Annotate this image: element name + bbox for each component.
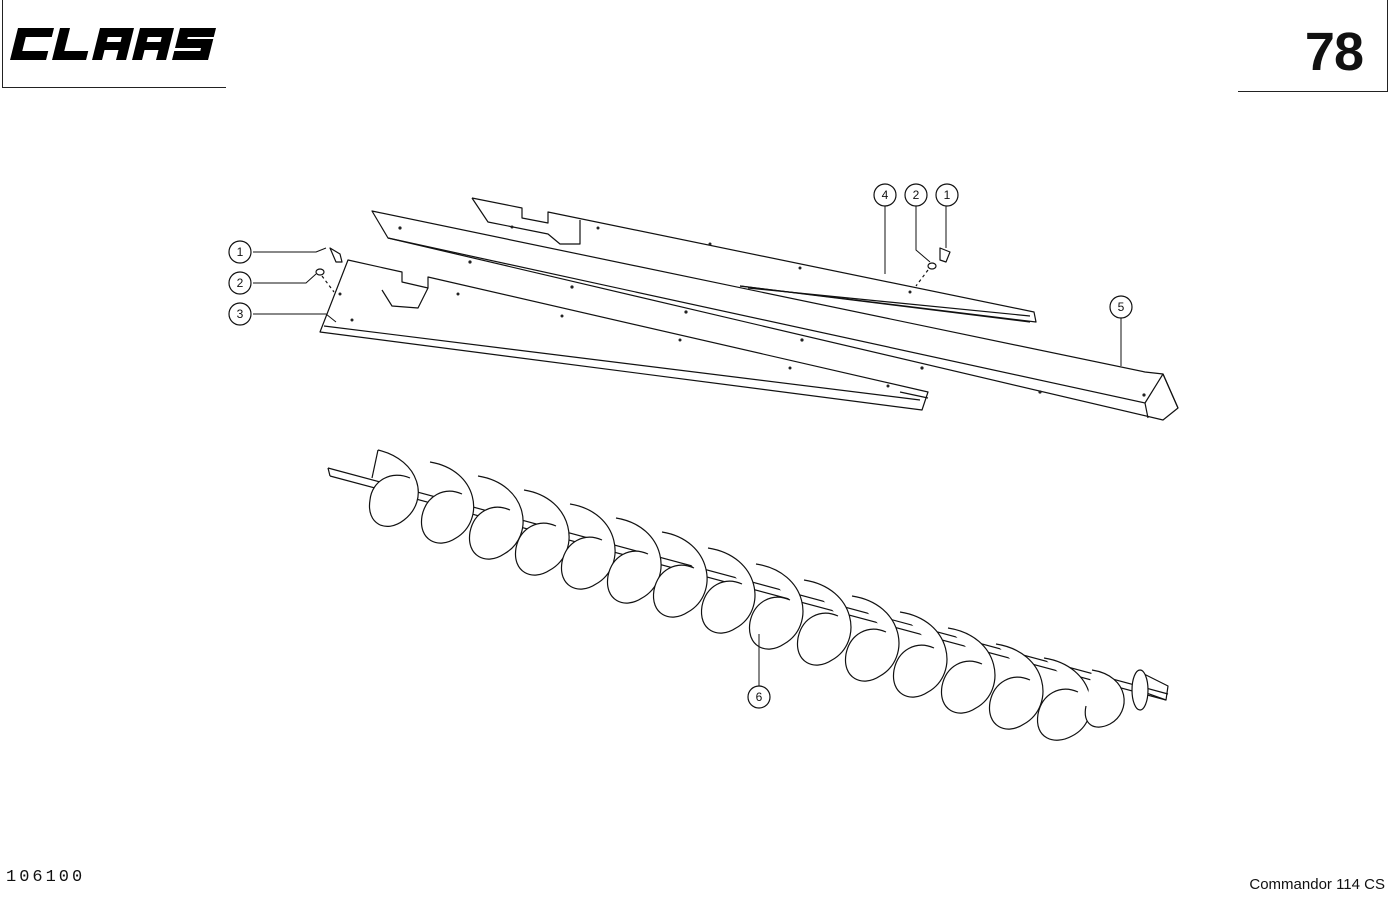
callout-3: 3 <box>228 302 252 326</box>
left-border <box>2 0 3 88</box>
claas-logo <box>6 20 234 68</box>
part-side-plate-front <box>319 259 929 411</box>
bolt-washer-right <box>915 247 951 287</box>
part-auger <box>327 449 1169 741</box>
document-code: 106100 <box>6 868 86 887</box>
callout-label: 4 <box>882 188 889 202</box>
right-border <box>1387 0 1388 92</box>
header-underline-right <box>1238 91 1388 92</box>
leader-lines <box>253 206 1122 686</box>
callout-1-right: 1 <box>935 183 959 207</box>
callout-label: 6 <box>756 690 763 704</box>
callout-2-right: 2 <box>904 183 928 207</box>
callout-2-left: 2 <box>228 271 252 295</box>
claas-logo-icon <box>10 28 217 60</box>
callout-label: 2 <box>913 188 920 202</box>
part-side-plate-rear <box>471 197 1037 323</box>
bolt-washer-left <box>315 247 343 293</box>
callout-4: 4 <box>873 183 897 207</box>
part-trough-cover <box>371 210 1179 421</box>
page-number: 78 <box>1304 22 1364 82</box>
callout-1-left: 1 <box>228 240 252 264</box>
callout-6: 6 <box>747 685 771 709</box>
header-underline-left <box>2 87 226 88</box>
callout-label: 3 <box>237 307 244 321</box>
callout-5: 5 <box>1109 295 1133 319</box>
callout-label: 1 <box>944 188 951 202</box>
callout-label: 5 <box>1118 300 1125 314</box>
model-name: Commandor 114 CS <box>1249 876 1385 893</box>
callout-label: 2 <box>237 276 244 290</box>
callout-label: 1 <box>237 245 244 259</box>
